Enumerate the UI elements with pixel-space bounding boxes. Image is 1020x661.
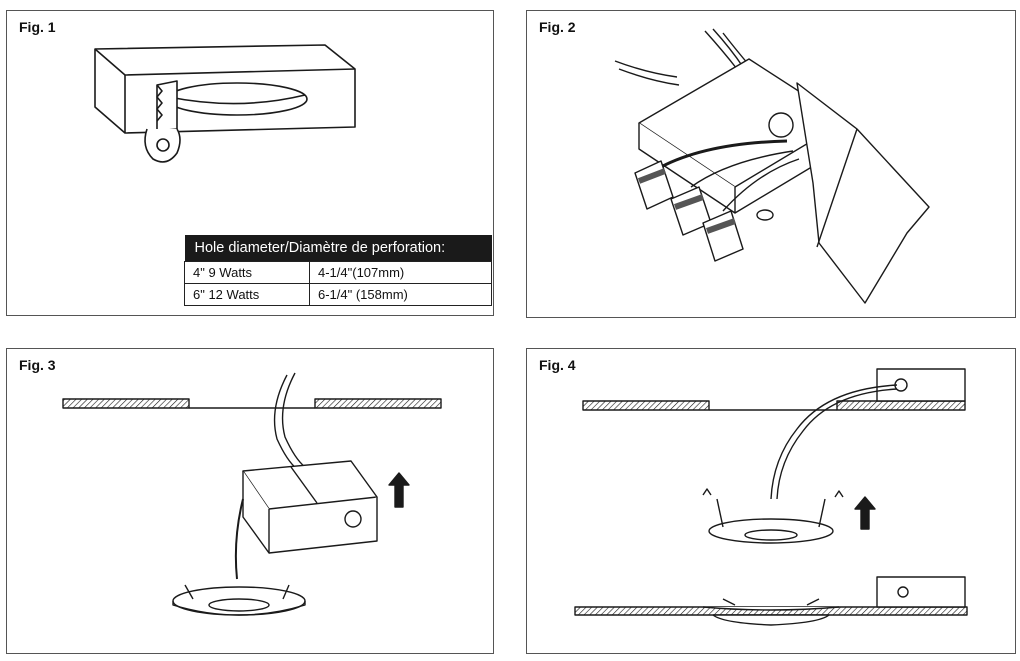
ceiling-right xyxy=(314,398,442,409)
junction-box-bottom xyxy=(876,576,966,608)
figure-2-label: Fig. 2 xyxy=(539,19,576,35)
ceiling-left xyxy=(62,398,190,409)
installed-fixture xyxy=(702,606,840,626)
hole-diameter-header: Hole diameter/Diamètre de perforation: xyxy=(184,235,492,262)
figure-1-label: Fig. 1 xyxy=(19,19,56,35)
saw-handle xyxy=(144,128,181,163)
up-arrow xyxy=(854,496,876,530)
led-fixture xyxy=(708,518,834,544)
figure-2-panel: Fig. 2 xyxy=(526,10,1016,318)
figure-4-label: Fig. 4 xyxy=(539,357,576,373)
wiring-illustration xyxy=(614,28,930,304)
figure-3-label: Fig. 3 xyxy=(19,357,56,373)
up-arrow xyxy=(388,472,410,508)
fixture-size: 4" 9 Watts xyxy=(184,261,310,284)
ceiling-right xyxy=(836,400,966,411)
figure-1-panel: Fig. 1 Hole diameter/Diamètre de perfora… xyxy=(6,10,494,316)
ceiling-slab xyxy=(796,82,930,304)
fixture-installation-illustration xyxy=(574,368,968,626)
ceiling-cutting-illustration xyxy=(94,44,356,163)
hole-diameter: 4-1/4"(107mm) xyxy=(309,261,492,284)
table-row: 4" 9 Watts 4-1/4"(107mm) xyxy=(184,261,492,284)
hole-diameter-table: Hole diameter/Diamètre de perforation: 4… xyxy=(184,235,492,306)
table-row: 6" 12 Watts 6-1/4" (158mm) xyxy=(184,283,492,306)
supply-cable xyxy=(614,60,680,86)
figure-3-panel: Fig. 3 xyxy=(6,348,494,654)
box-insertion-illustration xyxy=(62,372,442,616)
fixture-size: 6" 12 Watts xyxy=(184,283,310,306)
figure-4-panel: Fig. 4 xyxy=(526,348,1016,654)
ceiling-left xyxy=(582,400,710,411)
hole-diameter: 6-1/4" (158mm) xyxy=(309,283,492,306)
